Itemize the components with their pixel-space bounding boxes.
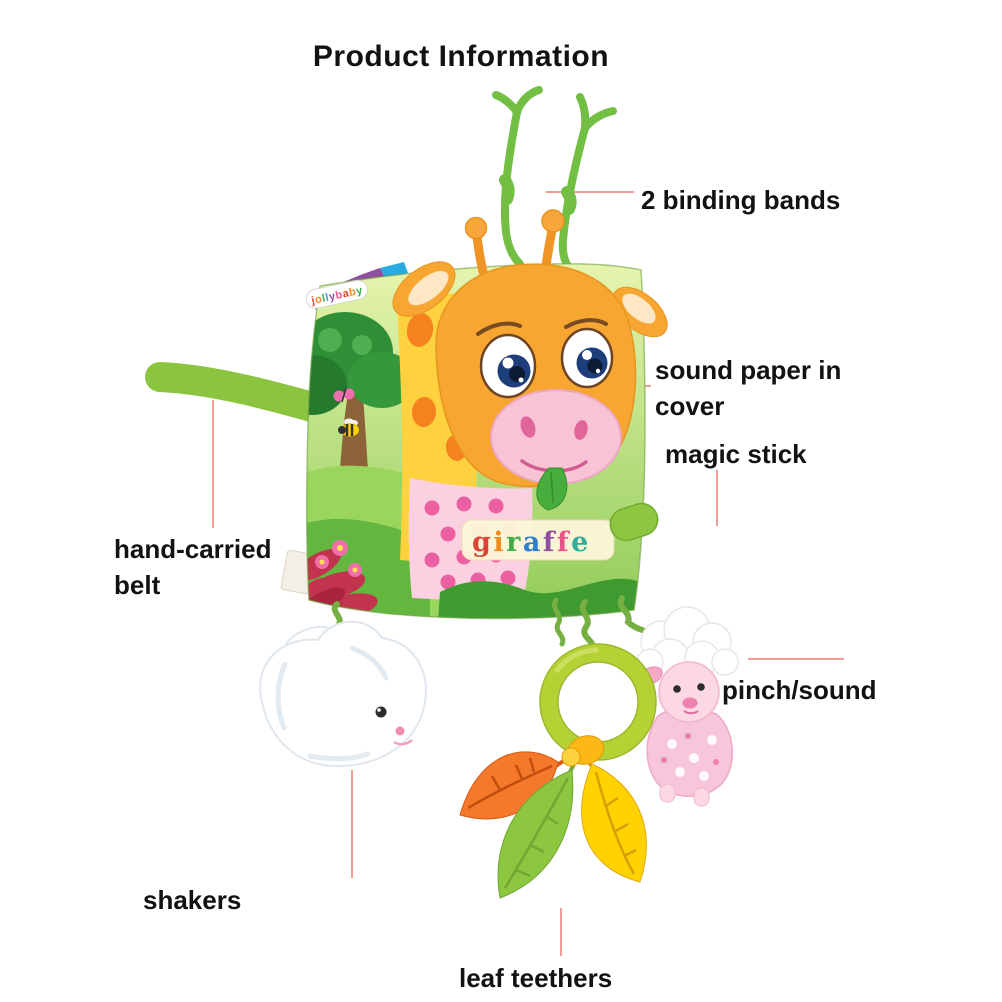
rabbit-nose [395,726,405,736]
leaf-in-mouth [536,467,568,511]
binding-bands [492,86,617,270]
cover-title-strip [461,519,615,561]
tree [306,312,416,470]
teether-ring [539,643,657,761]
sheep-fluff [636,606,739,678]
label-binding-bands: 2 binding bands [641,185,841,215]
butterfly-icon [333,387,355,403]
cover-title: giraffe [472,527,591,558]
label-hand-carried-belt: hand-carried belt [114,534,272,601]
page-title: Product Information [312,40,610,73]
book-outline [306,263,646,620]
leaf-teethers [459,735,647,899]
giraffe-horn-right [541,209,565,233]
giraffe-ear-left [392,261,456,317]
bee-icon [338,418,360,437]
label-leaf-teethers: leaf teethers [459,963,613,993]
brand-text: jollybaby [309,284,364,307]
giraffe-eye-left [479,333,537,399]
sheep-toy [636,606,739,807]
giraffe-head [392,209,668,511]
leaf-teether-yellow [581,763,647,883]
magic-stick [609,502,659,542]
flowers [315,540,362,577]
label-pinch-sound: pinch/sound [722,675,877,705]
giraffe-horn-left [464,216,488,240]
brand-tag: jollybaby [305,279,368,309]
sheep-nose [682,697,698,709]
label-sound-paper: sound paper in cover [655,355,842,422]
leaf-teether-green [497,769,574,899]
giraffe-eye-right [560,327,614,389]
hand-carried-belt [145,362,327,422]
label-magic-stick: magic stick [665,439,807,469]
sheep-face [658,661,720,723]
rabbit-eye [375,706,387,718]
bottom-grass [438,578,645,619]
rabbit-shaker [259,620,427,768]
label-shakers: shakers [143,885,242,915]
